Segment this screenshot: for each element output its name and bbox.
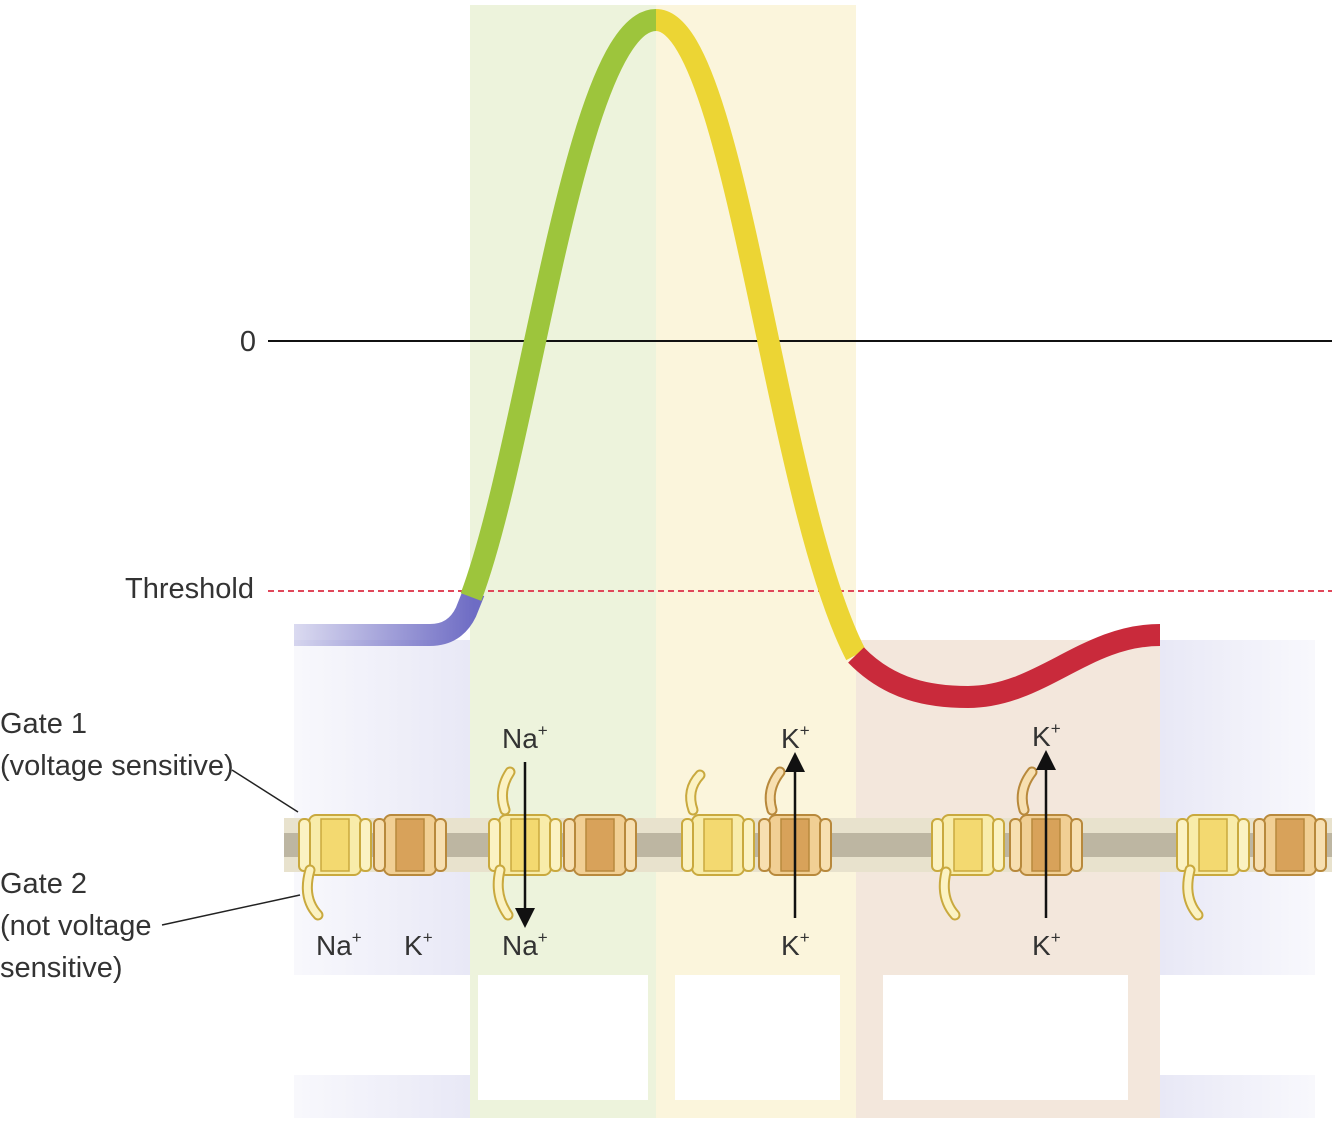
ion-label-k-bottom-2: K+ xyxy=(1032,928,1061,961)
potassium-channel-resting-1 xyxy=(373,814,447,876)
gate2-leader-line xyxy=(161,894,301,926)
sodium-channel-resting-1 xyxy=(298,814,372,921)
gate2-label-line2: (not voltage xyxy=(0,910,152,942)
resting-segment-left xyxy=(294,587,485,646)
potassium-channel-open-2 xyxy=(1009,766,1083,876)
gate2-label-line1: Gate 2 xyxy=(0,868,87,900)
threshold-label: Threshold xyxy=(125,573,254,605)
phase-label-box-2[interactable] xyxy=(675,975,840,1100)
potassium-channel-open-1 xyxy=(758,766,832,876)
ion-label-na-bottom: Na+ xyxy=(502,928,548,961)
gate1-leader-line xyxy=(231,769,299,813)
ion-label-na-top: Na+ xyxy=(502,721,548,754)
phase-label-box-0[interactable] xyxy=(294,975,464,1075)
phase-label-box-1[interactable] xyxy=(478,975,648,1100)
resting-band-left xyxy=(294,640,470,975)
potassium-channel-closed-1 xyxy=(563,814,637,876)
sodium-channel-resting-2 xyxy=(1176,814,1250,921)
gate2-label-line3: sensitive) xyxy=(0,952,123,984)
ion-label-k-resting: K+ xyxy=(404,928,433,961)
ion-label-na-resting: Na+ xyxy=(316,928,362,961)
ion-label-k-top-2: K+ xyxy=(1032,719,1061,752)
gate1-label-line2: (voltage sensitive) xyxy=(0,750,234,782)
phase-label-box-4[interactable] xyxy=(1168,975,1332,1075)
ion-label-k-bottom-1: K+ xyxy=(781,928,810,961)
resting-band-right xyxy=(1160,640,1315,975)
ion-label-k-top-1: K+ xyxy=(781,721,810,754)
potassium-channel-resting-2 xyxy=(1253,814,1327,876)
depolarization-segment xyxy=(460,9,658,601)
depolarization-band xyxy=(470,5,656,1118)
sodium-channel-inactivated-1 xyxy=(681,769,755,876)
resting-footer-right xyxy=(1160,1075,1315,1118)
resting-footer-left xyxy=(294,1075,470,1118)
gate1-label-line1: Gate 1 xyxy=(0,708,87,740)
sodium-channel-inactivated-2 xyxy=(931,814,1005,921)
repolarization-segment xyxy=(653,9,866,661)
hyperpolarization-segment xyxy=(848,624,1161,709)
zero-label: 0 xyxy=(240,326,256,358)
sodium-channel-open xyxy=(488,766,562,921)
phase-label-box-3[interactable] xyxy=(883,975,1128,1100)
